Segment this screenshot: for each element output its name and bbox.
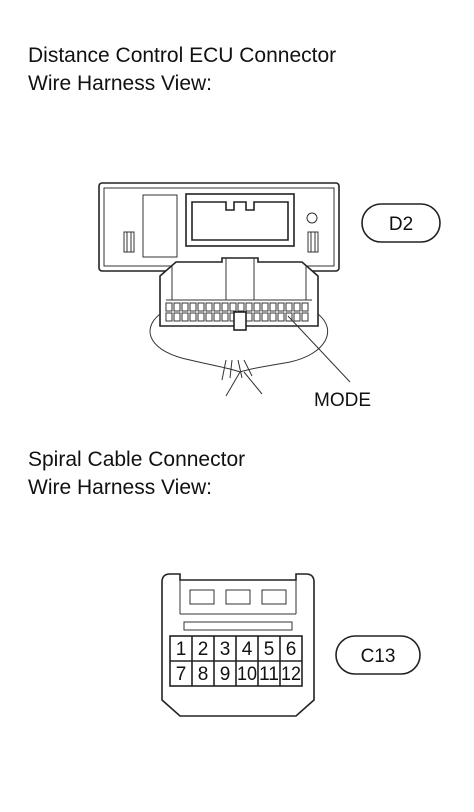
pin-cavity (261, 312, 269, 322)
pin-number: 1 (176, 639, 187, 660)
pin-cavity (293, 302, 301, 312)
harness-plug (159, 257, 319, 331)
pin-cavity (301, 302, 309, 312)
pin-cavity (205, 302, 213, 312)
spiral-connector-body (161, 573, 315, 717)
ecu-connector-diagram: MODE D2 (98, 182, 441, 411)
pin-cavity (237, 302, 245, 312)
pin-cavity (285, 302, 293, 312)
pin-number: 10 (237, 664, 257, 685)
pin-number: 7 (176, 664, 187, 685)
pin-number: 4 (242, 639, 253, 660)
pin-cavity (253, 312, 261, 322)
pin-cavity (269, 312, 277, 322)
ecu-connector-code: D2 (389, 214, 413, 235)
pin-cavity (213, 312, 221, 322)
pin-cavity (293, 312, 301, 322)
pin-number: 8 (198, 664, 209, 685)
pin-cavity (221, 312, 229, 322)
pin-cavity (181, 302, 189, 312)
pin-number: 3 (220, 639, 231, 660)
pin-cavity (277, 302, 285, 312)
ecu-receptacle (185, 193, 295, 247)
pin-cavity (173, 302, 181, 312)
ecu-connector-title: Distance Control ECU Connector (28, 44, 337, 67)
pin-number: 9 (220, 664, 231, 685)
pin-number: 6 (286, 639, 297, 660)
pin-cavity (165, 302, 173, 312)
pin-cavity (165, 312, 173, 322)
ecu-connector-heading: Distance Control ECU Connector Wire Harn… (28, 42, 336, 98)
pin-number: 12 (281, 664, 301, 685)
pin-cavity (301, 312, 309, 322)
pin-cavity (221, 302, 229, 312)
pin-cavity (213, 302, 221, 312)
pin-cavity (189, 302, 197, 312)
pin-cavity (181, 312, 189, 322)
ecu-connector-code-badge (361, 203, 441, 243)
pin-cavity (197, 312, 205, 322)
spiral-connector-title: Spiral Cable Connector (28, 448, 246, 471)
spiral-connector-code: C13 (361, 646, 396, 667)
pin-number: 11 (259, 664, 279, 685)
pin-cavity (285, 312, 293, 322)
mode-label: MODE (314, 390, 371, 411)
pin-cavity (269, 302, 277, 312)
pin-cavity (189, 312, 197, 322)
pin-number: 5 (264, 639, 275, 660)
spiral-connector-subtitle: Wire Harness View: (28, 476, 212, 499)
mode-leader-line (287, 315, 351, 383)
pin-cavity (253, 302, 261, 312)
pin-cavity (245, 302, 253, 312)
ecu-connector-subtitle: Wire Harness View: (28, 72, 212, 95)
pin-number: 2 (198, 639, 209, 660)
pin-cavity (229, 302, 237, 312)
pin-cavity (277, 312, 285, 322)
spiral-connector-code-badge (335, 635, 421, 675)
pin-cavity (197, 302, 205, 312)
pin-cavity (173, 312, 181, 322)
pin-cavity (261, 302, 269, 312)
wire-bundle (149, 313, 329, 397)
pin-cavity (205, 312, 213, 322)
spiral-connector-heading: Spiral Cable Connector Wire Harness View… (28, 446, 245, 502)
